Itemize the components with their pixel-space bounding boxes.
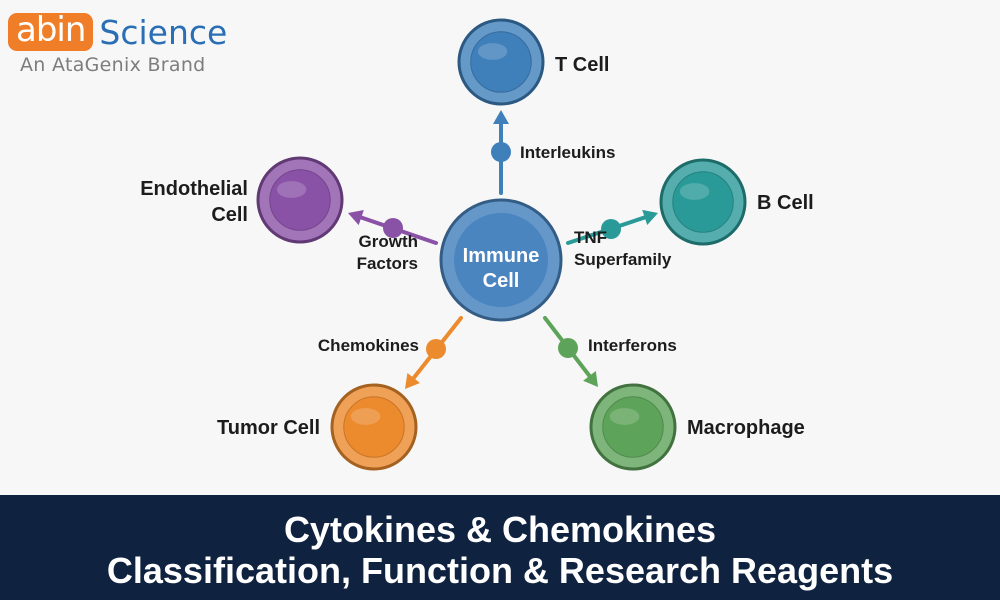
title-banner: Cytokines & Chemokines Classification, F…: [0, 495, 1000, 600]
logo-science-text: Science: [99, 12, 228, 52]
immune-cell-label-line1: Immune: [463, 245, 540, 267]
endothelial-cell-mediator-line1: Growth: [359, 232, 419, 251]
b-cell-arrowhead-icon: [642, 209, 658, 226]
t-cell-arrowhead-icon: [493, 110, 509, 124]
macrophage-label-line1: Macrophage: [687, 417, 805, 439]
tumor-cell-nucleus: [343, 396, 405, 458]
b-cell-mediator-dot: [601, 219, 621, 239]
macrophage-arrowhead-icon: [583, 371, 598, 387]
t-cell-label-line1: T Cell: [555, 54, 609, 76]
immune-cell-node: Immune Cell: [439, 198, 563, 322]
tumor-cell-label-line1: Tumor Cell: [217, 417, 320, 439]
endothelial-cell-mediator-dot: [383, 218, 403, 238]
b-cell-mediator-line1: TNF: [574, 228, 607, 247]
endothelial-cell-arrowhead-icon: [348, 209, 364, 226]
endothelial-cell-label-line1: Endothelial: [140, 178, 248, 200]
tumor-cell-arrowhead-icon: [405, 373, 420, 389]
tumor-cell-mediator-dot: [426, 339, 446, 359]
tumor-cell-mediator-line1: Chemokines: [318, 336, 419, 355]
cells-layer: [256, 18, 747, 471]
logo-brand-tagline: An AtaGenix Brand: [20, 54, 206, 76]
t-cell-mediator-line1: Interleukins: [520, 143, 615, 162]
t-cell-highlight: [477, 43, 508, 60]
b-cell-nucleus: [672, 171, 734, 233]
macrophage-highlight: [609, 408, 640, 425]
logo-abin-mark: abin: [8, 13, 94, 51]
b-cell-mediator-line2: Superfamily: [574, 250, 672, 269]
b-cell-highlight: [679, 183, 710, 200]
endothelial-cell-nucleus: [269, 169, 331, 231]
t-cell-nucleus: [470, 31, 532, 93]
endothelial-cell-mediator-line2: Factors: [357, 254, 418, 273]
immune-cell-label-line2: Cell: [483, 270, 520, 292]
banner-title-line1: Cytokines & Chemokines: [283, 509, 717, 550]
tumor-cell-highlight: [350, 408, 381, 425]
macrophage-mediator-dot: [558, 338, 578, 358]
banner-title-line2: Classification, Function & Research Reag…: [106, 550, 894, 591]
macrophage-mediator-line1: Interferons: [588, 336, 677, 355]
arrows-layer: [348, 110, 658, 389]
abin-science-logo: abin Science An AtaGenix Brand: [8, 12, 227, 76]
endothelial-cell-label-line2: Cell: [211, 204, 248, 226]
b-cell-label-line1: B Cell: [757, 192, 814, 214]
immune-cell-nucleus: [454, 213, 548, 307]
macrophage-nucleus: [602, 396, 664, 458]
t-cell-mediator-dot: [491, 142, 511, 162]
endothelial-cell-highlight: [276, 181, 307, 198]
